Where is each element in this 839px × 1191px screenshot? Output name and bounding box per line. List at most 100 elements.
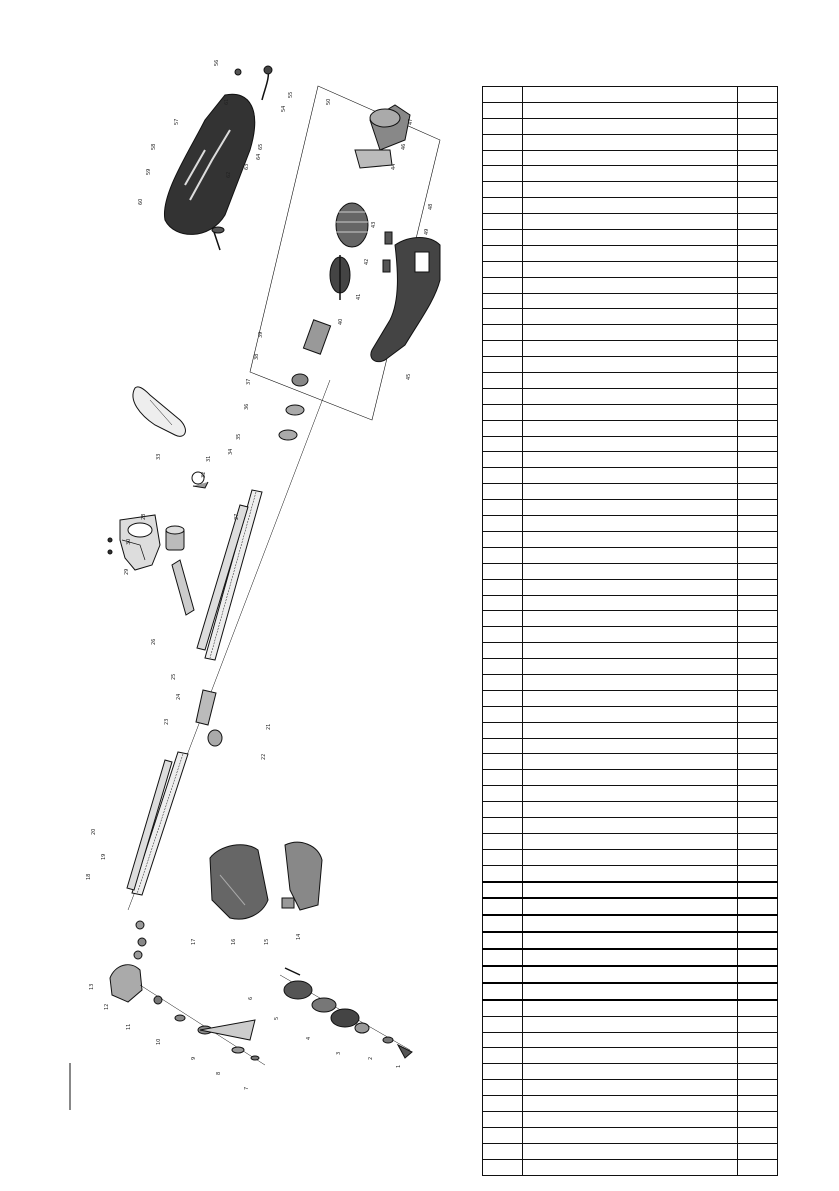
qty-cell [737, 213, 778, 231]
desc-cell [522, 737, 738, 755]
table-row [482, 1095, 778, 1112]
parts-list-table [482, 86, 778, 1176]
desc-cell [522, 1142, 738, 1160]
no-cell [482, 626, 523, 644]
no-cell [482, 515, 523, 532]
qty-cell [737, 101, 778, 119]
table-row [482, 229, 778, 246]
desc-cell [522, 451, 738, 469]
qty-cell [737, 880, 778, 899]
no-cell [482, 1126, 523, 1144]
desc-cell [522, 753, 738, 771]
no-cell [482, 101, 523, 119]
no-cell [482, 610, 523, 628]
table-row [482, 197, 778, 215]
no-cell [482, 964, 523, 984]
no-cell [482, 737, 523, 755]
qty-cell [737, 801, 778, 818]
table-row [482, 276, 778, 294]
table-row [482, 816, 778, 834]
callout-label: 1 [396, 1065, 402, 1068]
no-cell [482, 1047, 523, 1065]
desc-cell [522, 705, 738, 723]
no-cell [482, 816, 523, 834]
table-row [482, 499, 778, 517]
table-row [482, 948, 778, 967]
callout-label: 23 [164, 719, 170, 725]
no-cell [482, 149, 523, 167]
table-row [482, 133, 778, 151]
callout-label: 60 [138, 199, 144, 205]
no-cell [482, 197, 523, 215]
table-row [482, 356, 778, 374]
callout-label: 18 [86, 874, 92, 880]
no-cell [482, 213, 523, 231]
table-row [482, 1047, 778, 1065]
table-row [482, 848, 778, 866]
desc-cell [522, 1158, 738, 1176]
no-cell [482, 229, 523, 246]
no-cell [482, 546, 523, 564]
no-cell [482, 897, 523, 916]
no-cell [482, 324, 523, 342]
desc-cell [522, 848, 738, 866]
table-row [482, 260, 778, 278]
qty-cell [737, 931, 778, 950]
no-cell [482, 753, 523, 771]
no-cell [482, 467, 523, 485]
table-row [482, 864, 778, 883]
qty-cell [737, 948, 778, 967]
no-cell [482, 981, 523, 1001]
qty-cell [737, 1031, 778, 1049]
table-row [482, 1111, 778, 1128]
callout-label: 27 [234, 514, 240, 520]
no-cell [482, 1158, 523, 1176]
table-row [482, 981, 778, 1001]
qty-cell [737, 1079, 778, 1097]
callout-label: 40 [338, 319, 344, 325]
no-cell [482, 483, 523, 501]
callout-label: 29 [124, 569, 130, 575]
desc-cell [522, 1063, 738, 1081]
desc-cell [522, 626, 738, 644]
callout-label: 20 [91, 829, 97, 835]
no-cell [482, 1142, 523, 1160]
callout-label: 47 [408, 119, 414, 125]
table-row [482, 101, 778, 119]
qty-cell [737, 117, 778, 135]
callout-label: 15 [264, 939, 270, 945]
callout-label: 30 [126, 539, 132, 545]
desc-cell [522, 948, 738, 967]
qty-cell [737, 372, 778, 389]
no-cell [482, 276, 523, 294]
callout-label: 2 [368, 1057, 374, 1060]
callout-label: 4 [306, 1037, 312, 1040]
qty-cell [737, 356, 778, 374]
qty-cell [737, 499, 778, 517]
table-row [482, 372, 778, 389]
qty-cell [737, 387, 778, 405]
no-cell [482, 948, 523, 967]
qty-cell [737, 964, 778, 984]
no-cell [482, 372, 523, 389]
qty-cell [737, 229, 778, 246]
table-row [482, 610, 778, 628]
table-row [482, 769, 778, 787]
callout-label: 31 [206, 456, 212, 462]
table-row [482, 149, 778, 167]
callout-label: 41 [356, 294, 362, 300]
qty-cell [737, 689, 778, 707]
desc-cell [522, 931, 738, 950]
desc-cell [522, 244, 738, 262]
desc-cell [522, 324, 738, 342]
desc-cell [522, 213, 738, 231]
qty-cell [737, 594, 778, 612]
desc-cell [522, 292, 738, 310]
callout-label: 13 [89, 984, 95, 990]
desc-cell [522, 673, 738, 691]
desc-cell [522, 1031, 738, 1049]
table-row [482, 244, 778, 262]
desc-cell [522, 832, 738, 850]
desc-cell [522, 499, 738, 517]
no-cell [482, 642, 523, 660]
